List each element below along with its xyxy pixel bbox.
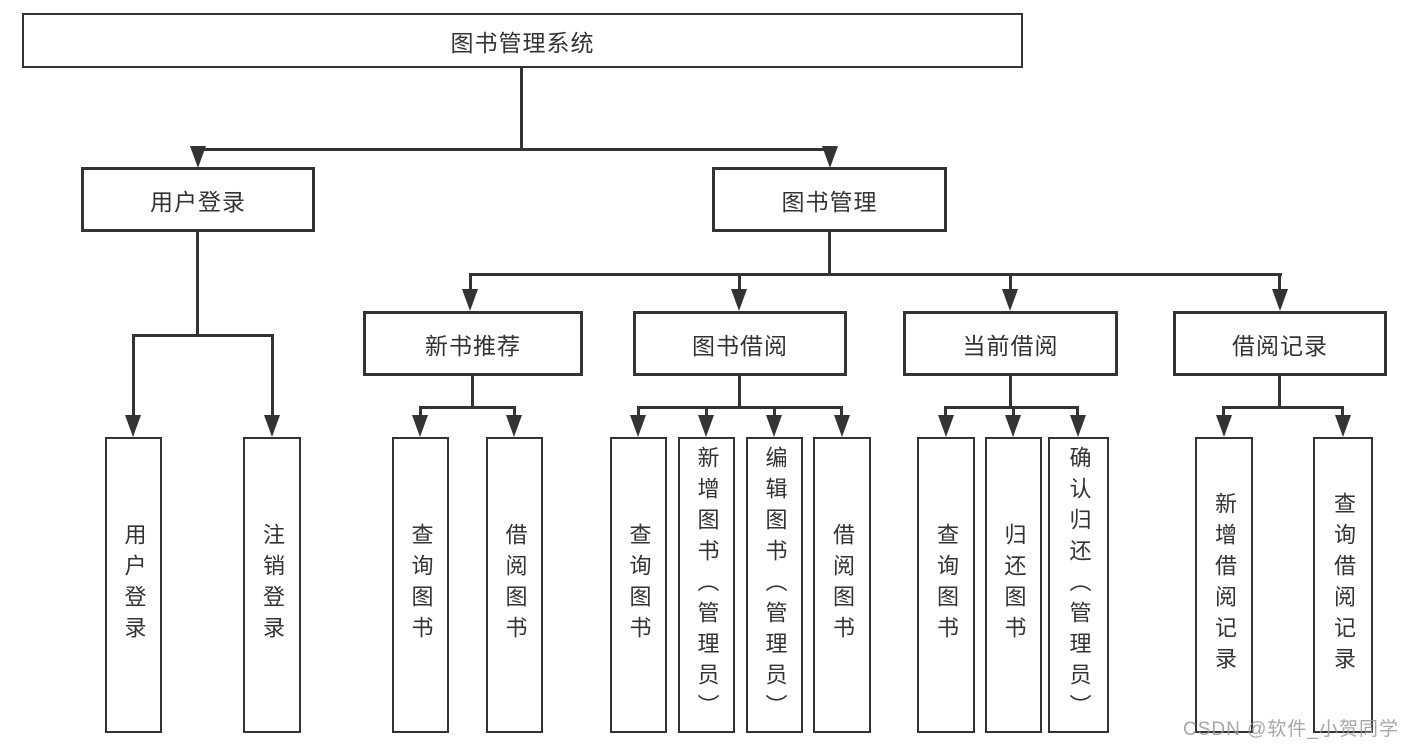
arrowhead-to-bb-edit	[766, 415, 782, 437]
arrowhead-to-bb-borrow	[834, 415, 850, 437]
connector-new-books-hline	[419, 406, 516, 409]
csdn-watermark: CSDN @软件_小贺同学	[1183, 719, 1399, 740]
connector-records-stem	[1278, 376, 1281, 408]
connector-root-stem	[520, 68, 523, 150]
connector-cat-drop-3	[1009, 275, 1012, 290]
connector-bb-drop-1	[637, 408, 640, 417]
node-leaf-cb-confirm-label: 确认归还（管理员）	[1066, 445, 1092, 725]
arrowhead-to-nb-query	[412, 415, 428, 437]
node-cat-new-books-label: 新书推荐	[425, 332, 521, 359]
node-leaf-bb-query-label: 查询图书	[626, 523, 652, 647]
node-leaf-logout: 注销登录	[243, 437, 301, 733]
node-cat-records: 借阅记录	[1173, 311, 1387, 376]
node-leaf-cb-confirm: 确认归还（管理员）	[1048, 437, 1109, 733]
node-leaf-bb-borrow-label: 借阅图书	[830, 523, 855, 647]
connector-user-login-stem	[196, 232, 199, 336]
node-root-system-label: 图书管理系统	[450, 29, 595, 56]
arrowhead-to-cat-records	[1272, 289, 1288, 311]
connector-br-drop-2	[1341, 408, 1344, 417]
connector-book-mgmt-hline	[469, 273, 1282, 276]
arrowhead-to-bb-add	[698, 415, 714, 437]
node-leaf-bb-query: 查询图书	[610, 437, 667, 733]
arrowhead-to-user-login	[190, 146, 206, 168]
node-leaf-cb-return-label: 归还图书	[1001, 523, 1027, 647]
arrowhead-to-nb-borrow	[506, 415, 522, 437]
connector-cb-drop-3	[1076, 408, 1079, 417]
connector-cb-drop-2	[1012, 408, 1015, 417]
node-cat-records-label: 借阅记录	[1232, 332, 1328, 359]
node-leaf-br-query: 查询借阅记录	[1313, 437, 1373, 733]
connector-borrow-stem	[738, 376, 741, 408]
connector-user-login-drop-2	[271, 334, 274, 416]
node-user-login: 用户登录	[81, 167, 315, 232]
node-cat-current: 当前借阅	[903, 311, 1118, 376]
node-leaf-user-login-label: 用户登录	[121, 523, 147, 647]
connector-bb-drop-2	[705, 408, 708, 417]
node-leaf-user-login: 用户登录	[105, 437, 162, 733]
connector-borrow-hline	[637, 406, 843, 409]
connector-user-login-hline	[132, 334, 274, 337]
node-user-login-label: 用户登录	[150, 188, 246, 215]
connector-bb-drop-3	[773, 408, 776, 417]
node-leaf-bb-borrow: 借阅图书	[813, 437, 871, 733]
connector-nb-drop-1	[419, 408, 422, 417]
arrowhead-to-cat-current	[1002, 289, 1018, 311]
node-leaf-br-query-label: 查询借阅记录	[1331, 492, 1356, 678]
connector-br-drop-1	[1222, 408, 1225, 417]
node-leaf-bb-add-label: 新增图书（管理员）	[694, 445, 720, 725]
node-leaf-logout-label: 注销登录	[260, 523, 285, 647]
node-leaf-bb-add: 新增图书（管理员）	[678, 437, 735, 733]
connector-new-books-stem	[471, 376, 474, 408]
arrowhead-to-leaf-logout	[264, 415, 280, 437]
node-cat-current-label: 当前借阅	[962, 332, 1059, 359]
connector-records-hline	[1222, 406, 1344, 409]
arrowhead-to-cb-query	[938, 415, 954, 437]
node-leaf-nb-query-label: 查询图书	[408, 523, 434, 647]
connector-cat-drop-1	[469, 275, 472, 290]
node-leaf-nb-borrow-label: 借阅图书	[502, 523, 528, 647]
node-leaf-bb-edit: 编辑图书（管理员）	[746, 437, 803, 733]
arrowhead-to-leaf-user-login	[125, 415, 141, 437]
node-leaf-cb-return: 归还图书	[985, 437, 1042, 733]
arrowhead-to-cb-confirm	[1070, 415, 1086, 437]
connector-root-hline	[197, 148, 832, 151]
node-leaf-nb-borrow: 借阅图书	[486, 437, 543, 733]
node-leaf-bb-edit-label: 编辑图书（管理员）	[762, 445, 788, 725]
arrowhead-to-cat-borrow	[731, 289, 747, 311]
node-root-system: 图书管理系统	[22, 13, 1023, 68]
connector-current-hline	[944, 406, 1079, 409]
connector-cat-drop-4	[1278, 275, 1281, 290]
arrowhead-to-bb-query	[630, 415, 646, 437]
node-leaf-cb-query-label: 查询图书	[934, 523, 959, 647]
node-cat-new-books: 新书推荐	[363, 311, 583, 376]
arrowhead-to-br-add	[1216, 415, 1232, 437]
node-cat-borrow: 图书借阅	[633, 311, 847, 376]
connector-cat-drop-2	[738, 275, 741, 290]
arrowhead-to-cat-new-books	[462, 289, 478, 311]
connector-user-login-drop-1	[132, 334, 135, 416]
arrowhead-to-book-mgmt	[822, 146, 838, 168]
connector-current-stem	[1009, 376, 1012, 408]
node-book-mgmt: 图书管理	[712, 167, 947, 232]
arrowhead-to-br-query	[1335, 415, 1351, 437]
node-cat-borrow-label: 图书借阅	[692, 332, 788, 359]
node-leaf-nb-query: 查询图书	[392, 437, 449, 733]
connector-nb-drop-2	[513, 408, 516, 417]
node-leaf-cb-query: 查询图书	[917, 437, 975, 733]
node-leaf-br-add-label: 新增借阅记录	[1212, 492, 1237, 678]
connector-bb-drop-4	[840, 408, 843, 417]
node-leaf-br-add: 新增借阅记录	[1195, 437, 1253, 733]
node-book-mgmt-label: 图书管理	[781, 188, 878, 215]
connector-cb-drop-1	[944, 408, 947, 417]
arrowhead-to-cb-return	[1005, 415, 1021, 437]
connector-book-mgmt-stem	[828, 232, 831, 275]
